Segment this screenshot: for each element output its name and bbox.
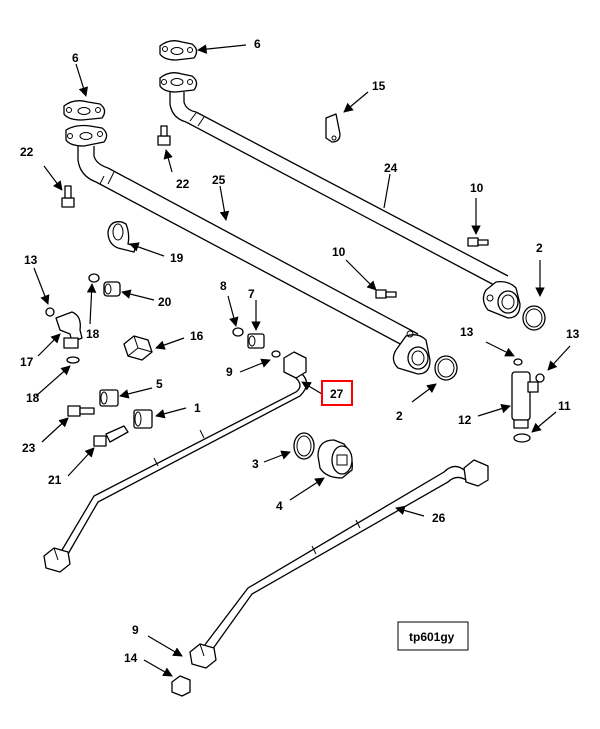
callout-20: 20	[158, 295, 172, 309]
callout-13-left: 13	[24, 253, 38, 267]
callout-8: 8	[220, 279, 227, 293]
washer-13-right-top	[513, 358, 523, 366]
tube-26	[189, 459, 489, 669]
washer-18-lower	[66, 356, 80, 364]
clamp-15	[325, 113, 341, 143]
callout-22-upper: 22	[176, 177, 190, 191]
callout-24: 24	[384, 161, 398, 175]
callout-9-lower: 9	[132, 623, 139, 637]
callout-4: 4	[276, 499, 283, 513]
washer-9-upper	[271, 350, 281, 358]
callout-10-lower: 10	[332, 245, 346, 259]
callout-12: 12	[458, 413, 472, 427]
callout-18-upper: 18	[86, 327, 100, 341]
gasket-6-lower	[63, 100, 106, 121]
washer-13-right	[535, 373, 545, 383]
bolt-10-lower	[375, 289, 397, 299]
bolt-21	[93, 425, 129, 447]
tube-27	[43, 351, 308, 573]
washer-8	[232, 327, 244, 337]
callout-3: 3	[252, 457, 259, 471]
callout-23: 23	[22, 441, 36, 455]
callout-1: 1	[194, 401, 201, 415]
elbow-fitting-17	[55, 311, 83, 349]
figure-id: tp601gy	[409, 630, 455, 644]
o-ring-11	[513, 433, 531, 443]
callout-5: 5	[156, 377, 163, 391]
sleeve-1	[133, 409, 153, 429]
callout-6-upper: 6	[254, 37, 261, 51]
tee-fitting-12	[511, 371, 539, 429]
callout-15: 15	[372, 79, 386, 93]
bolt-22-upper	[157, 125, 171, 146]
figure-id-box: tp601gy	[397, 621, 469, 651]
callout-22-lower: 22	[20, 145, 34, 159]
washer-13-left	[45, 307, 55, 317]
cap-14	[171, 675, 191, 697]
callout-16: 16	[190, 329, 204, 343]
fitting-7	[247, 333, 265, 349]
nut-16	[123, 335, 153, 361]
callout-25: 25	[212, 173, 226, 187]
callout-10-upper: 10	[470, 181, 484, 195]
bolt-10-upper	[467, 237, 489, 247]
callout-11: 11	[558, 399, 571, 413]
callout-14: 14	[124, 651, 138, 665]
pipe-24	[159, 72, 521, 319]
plug-20	[103, 281, 121, 297]
washer-18-upper	[88, 273, 100, 283]
callout-9-upper: 9	[226, 365, 233, 379]
callout-27: 27	[330, 387, 344, 401]
callout-6-lower: 6	[72, 51, 79, 65]
bolt-23	[67, 405, 95, 417]
callout-13-right: 13	[566, 327, 580, 341]
callout-labels: 6 6 15 22 22 24 25 10 10 19 2 13 20 18 1…	[20, 37, 580, 665]
callout-21: 21	[48, 473, 62, 487]
callout-2-upper: 2	[536, 241, 543, 255]
pipe-25	[65, 124, 431, 375]
callout-18-lower: 18	[26, 391, 40, 405]
callout-13-right-top: 13	[460, 325, 474, 339]
plug-4	[317, 439, 353, 479]
clamp-19	[107, 221, 137, 253]
gasket-6-upper	[159, 40, 198, 61]
callout-7: 7	[248, 287, 255, 301]
callout-2-lower: 2	[396, 409, 403, 423]
callout-19: 19	[170, 251, 184, 265]
callout-27-highlight[interactable]: 27	[321, 380, 353, 406]
callout-26: 26	[432, 511, 446, 525]
callout-17: 17	[20, 355, 34, 369]
bolt-22-lower	[61, 185, 75, 208]
fitting-5	[99, 389, 119, 407]
leader-lines	[33, 44, 571, 677]
